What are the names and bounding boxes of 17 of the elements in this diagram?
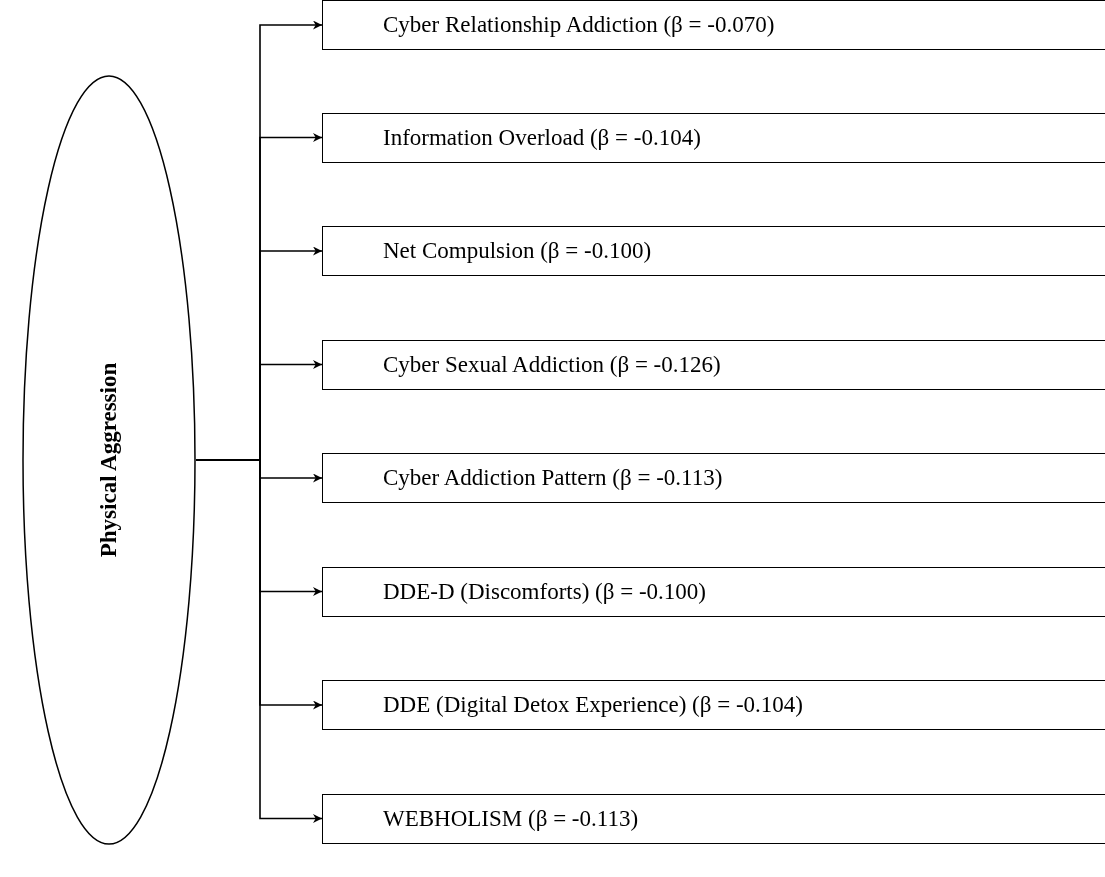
outcome-box: [322, 226, 1105, 276]
outcome-box: [322, 793, 1105, 844]
node-label: WEBHOLISM (β = -0.113): [383, 805, 639, 832]
node-label: Physical Aggression: [96, 362, 122, 558]
node-label: Net Compulsion (β = -0.100): [383, 238, 652, 264]
node-label: Cyber Relationship Addiction (β = -0.070): [383, 12, 775, 38]
outcome-box: [322, 566, 1105, 617]
node-label: DDE-D (Discomforts) (β = -0.100): [383, 578, 706, 605]
outcome-box: [322, 0, 1105, 50]
node-label: Cyber Addiction Pattern (β = -0.113): [383, 465, 723, 491]
outcome-box: [322, 453, 1105, 503]
node-label: Cyber Sexual Addiction (β = -0.126): [383, 351, 721, 378]
outcome-box: [322, 680, 1105, 730]
node-label: DDE (Digital Detox Experience) (β = -0.104): [383, 692, 803, 718]
node-label: Information Overload (β = -0.104): [383, 124, 701, 151]
outcome-box: [322, 339, 1105, 390]
outcome-box: [322, 112, 1105, 163]
